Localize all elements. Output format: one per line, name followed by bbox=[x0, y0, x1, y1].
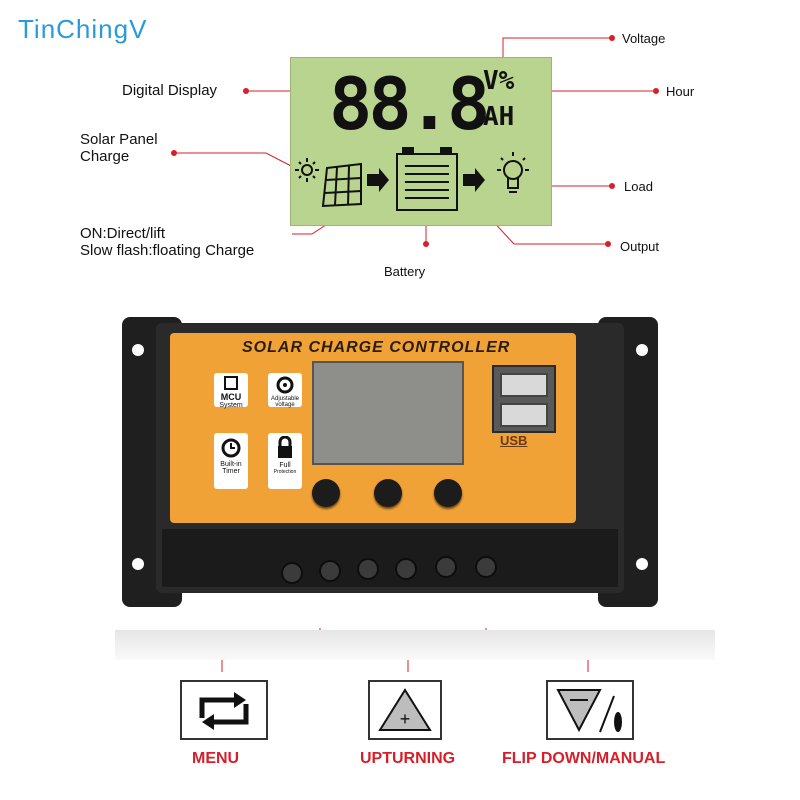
usb-port-1[interactable] bbox=[500, 373, 548, 397]
dot-output bbox=[605, 241, 611, 247]
lcd-unit-bottom: AH bbox=[483, 102, 515, 132]
lcd-unit-top: V% bbox=[483, 66, 515, 96]
line-solar-panel bbox=[174, 152, 296, 169]
terminal-screws bbox=[281, 556, 497, 584]
lcd-icons bbox=[295, 147, 529, 211]
label-hour: Hour bbox=[666, 84, 695, 99]
controller-title: SOLAR CHARGE CONTROLLER bbox=[242, 339, 511, 356]
battery-icon bbox=[396, 147, 458, 211]
dot-digital bbox=[243, 88, 249, 94]
gear-icon bbox=[276, 376, 294, 394]
label-flip-down: FLIP DOWN/MANUAL bbox=[502, 750, 666, 767]
flip-down-button-box[interactable] bbox=[546, 680, 634, 740]
label-digital-display: Digital Display bbox=[122, 82, 218, 99]
tile-timer-line1: Built-in bbox=[220, 461, 242, 468]
label-upturning: UPTURNING bbox=[360, 750, 456, 767]
tile-protection: Full Protection bbox=[268, 433, 302, 489]
clock-icon bbox=[221, 438, 241, 458]
controller-screen bbox=[312, 361, 464, 465]
label-on-direct: ON:Direct/lift bbox=[80, 225, 166, 242]
tile-adjustable-line1: Adjustable bbox=[270, 396, 300, 402]
dot-voltage bbox=[609, 35, 615, 41]
label-voltage: Voltage bbox=[622, 31, 666, 46]
label-battery: Battery bbox=[384, 264, 426, 279]
down-triangle-icon bbox=[556, 689, 622, 733]
sun-icon bbox=[295, 158, 319, 182]
arrow-icon bbox=[463, 168, 485, 192]
chip-icon bbox=[224, 376, 238, 390]
upturning-button-box[interactable]: + bbox=[368, 680, 442, 740]
usb-ports[interactable] bbox=[492, 365, 556, 433]
up-knob[interactable] bbox=[374, 479, 402, 507]
down-knob[interactable] bbox=[434, 479, 462, 507]
tile-protection-line1: Full bbox=[279, 462, 291, 469]
tile-timer: Built-in Timer bbox=[214, 433, 248, 489]
up-triangle-icon: + bbox=[378, 688, 432, 731]
tile-mcu: MCU System bbox=[214, 373, 248, 409]
tile-timer-line2: Timer bbox=[222, 468, 240, 475]
shadow-strip bbox=[115, 630, 715, 660]
dot-solar bbox=[171, 150, 177, 156]
usb-port-2[interactable] bbox=[500, 403, 548, 427]
arrow-icon bbox=[367, 168, 389, 192]
tile-protection-line2: Protection bbox=[273, 469, 297, 475]
label-load: Load bbox=[624, 179, 653, 194]
hand-icon bbox=[614, 712, 622, 732]
tile-mcu-line2: System bbox=[219, 402, 243, 409]
lock-icon bbox=[278, 435, 292, 458]
tile-mcu-line1: MCU bbox=[220, 392, 242, 402]
controller-faceplate: SOLAR CHARGE CONTROLLER MCU System Adjus… bbox=[170, 333, 576, 523]
dot-battery bbox=[423, 241, 429, 247]
solar-panel-icon bbox=[321, 162, 362, 208]
label-menu: MENU bbox=[192, 750, 240, 767]
label-solar-panel: Solar Panel bbox=[80, 131, 158, 148]
usb-label: USB bbox=[500, 433, 528, 448]
lcd-digits: 88.8 bbox=[329, 62, 490, 146]
dot-hour bbox=[653, 88, 659, 94]
dot-load bbox=[609, 183, 615, 189]
bulb-icon bbox=[497, 152, 529, 193]
label-output: Output bbox=[620, 239, 660, 254]
label-slow-flash: Slow flash:floating Charge bbox=[80, 242, 255, 259]
cycle-arrows-icon bbox=[199, 692, 249, 730]
tile-adjustable-line2: voltage bbox=[275, 402, 295, 408]
watermark: TinChingV bbox=[18, 14, 148, 44]
menu-button-box[interactable] bbox=[180, 680, 268, 740]
menu-knob[interactable] bbox=[312, 479, 340, 507]
lcd-display: 88.8 V% AH bbox=[290, 57, 552, 226]
label-solar-charge: Charge bbox=[80, 148, 130, 165]
svg-text:+: + bbox=[400, 709, 411, 729]
tile-adjustable: Adjustable voltage bbox=[268, 373, 302, 408]
